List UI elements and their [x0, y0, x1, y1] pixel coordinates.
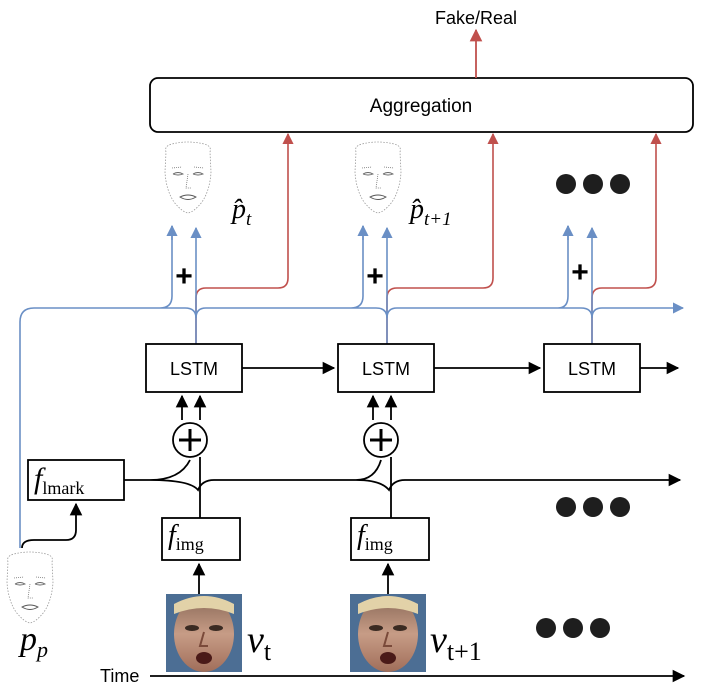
ellipsis-dots-icon: [536, 618, 610, 638]
image-encoder-box-2: [350, 517, 430, 561]
aggregation-box: [149, 77, 694, 133]
sum-circle-icon: [363, 422, 399, 458]
red-path-1: [195, 132, 294, 344]
input-landmark-label: pp: [18, 621, 48, 662]
aggregation-label: Aggregation: [370, 96, 472, 117]
ellipsis-dots-icon: [556, 174, 630, 194]
landmark-feature-path: [124, 459, 676, 492]
red-path-3: [591, 132, 662, 344]
lstm-label-2: LSTM: [362, 359, 410, 379]
plus-sign-3: +: [571, 256, 589, 289]
face-landmark-icon: [354, 141, 402, 214]
input-to-landmark-arrow: [21, 502, 83, 549]
lstm-label-3: LSTM: [568, 359, 616, 379]
prediction-label-1: p̂t: [230, 194, 252, 230]
frame-label-1: vt: [247, 619, 272, 666]
plus-sign-2: +: [366, 260, 384, 293]
image-encoder-label-2: fimg: [357, 520, 393, 554]
image-encoder-box-1: [161, 517, 241, 561]
face-landmark-icon: [6, 551, 54, 624]
plus-sign-1: +: [175, 260, 193, 293]
face-photo-icon: [165, 593, 243, 673]
sum-circle-icon: [172, 422, 208, 458]
frame-label-2: vt+1: [430, 619, 482, 666]
prediction-label-2: p̂t+1: [408, 194, 452, 230]
blue-landmark-path: [19, 226, 680, 548]
output-label: Fake/Real: [435, 8, 517, 28]
ellipsis-dots-icon: [556, 497, 630, 517]
red-path-2: [386, 132, 499, 344]
face-landmark-icon: [164, 141, 212, 214]
time-label: Time: [100, 666, 139, 686]
landmark-encoder-box: [27, 459, 125, 501]
lstm-box-1: [145, 343, 243, 393]
image-encoder-label-1: fimg: [168, 520, 204, 554]
face-photo-icon: [349, 593, 427, 673]
lstm-label-1: LSTM: [170, 359, 218, 379]
